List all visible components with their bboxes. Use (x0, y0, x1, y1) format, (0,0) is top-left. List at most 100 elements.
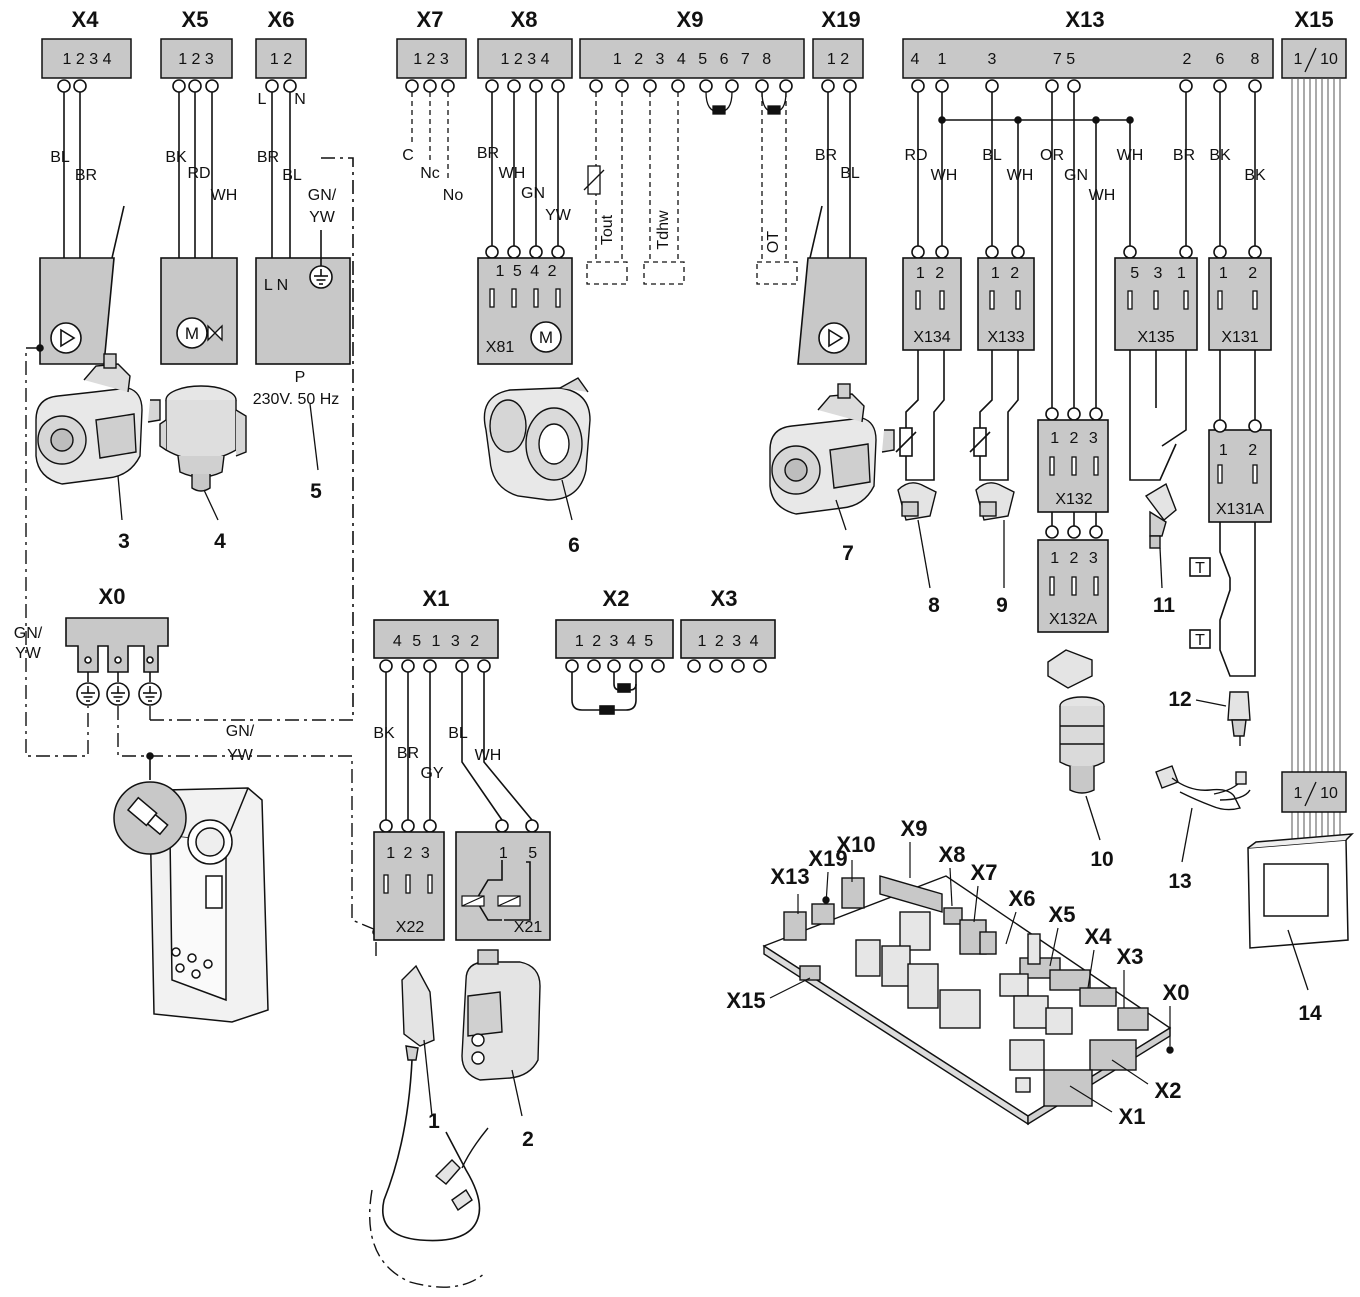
pins-x132a: 1 2 3 (1050, 550, 1098, 567)
wire-label-x1-br: BR (397, 745, 419, 762)
connector-x13 (902, 38, 1274, 79)
header-x7: X7 (417, 7, 444, 32)
pins-x131: 1 2 (1219, 265, 1257, 282)
wire-label-x6-gnyw-2: YW (309, 209, 336, 226)
x131-name: X131 (1221, 329, 1258, 346)
wire-label-x13-wh1: WH (931, 167, 958, 184)
pins-x131a: 1 2 (1219, 442, 1257, 459)
header-x3: X3 (711, 586, 738, 611)
callout-9: 9 (996, 594, 1008, 617)
wire-label-x19-br: BR (815, 147, 837, 164)
sensor-12: 12 (1168, 688, 1251, 746)
pump-7-illustration (769, 383, 895, 515)
x5-valve-group: M 4 (159, 92, 247, 553)
wire-label-x8-br: BR (477, 145, 499, 162)
wire-label-x13-bk2: BK (1244, 167, 1266, 184)
wire-label-x8-wh: WH (499, 165, 526, 182)
pins-x6: 1 2 (270, 51, 292, 68)
wire-label-x13-gn: GN (1064, 167, 1088, 184)
callout-1: 1 (428, 1110, 440, 1133)
pins-x9: 1 2 3 4 5 6 7 8 (613, 51, 771, 68)
pins-x15-display-top: 1 (1294, 785, 1303, 802)
wire-label-x13-rd: RD (904, 147, 927, 164)
pins-x3: 1 2 3 4 (698, 633, 759, 650)
pins-x132: 1 2 3 (1050, 430, 1098, 447)
callout-3: 3 (118, 530, 130, 553)
pins-x13-f: 6 (1216, 51, 1225, 68)
x81-name: X81 (486, 339, 515, 356)
callout-8: 8 (928, 594, 940, 617)
valve-4-illustration (159, 385, 247, 492)
pins-x19: 1 2 (827, 51, 849, 68)
pins-x7: 1 2 3 (413, 51, 449, 68)
header-x9: X9 (677, 7, 704, 32)
pins-x4: 1 2 3 4 (63, 51, 112, 68)
pins-x13-e: 2 (1183, 51, 1192, 68)
x13-wire-labels: RD WH BL WH OR GN WH WH BR BK BK (904, 147, 1266, 204)
wire-label-x1-bl: BL (448, 725, 468, 742)
sensor-10: 10 (1047, 649, 1114, 871)
connector-x5 (160, 38, 233, 79)
wire-label-gnyw-left-1: GN/ (14, 625, 43, 642)
boiler-casing (113, 781, 269, 1023)
connector-x19 (812, 38, 864, 79)
pcb-label-x15: X15 (726, 988, 765, 1013)
header-x13: X13 (1065, 7, 1104, 32)
x131a-name: X131A (1216, 501, 1264, 518)
wire-label-x1-wh: WH (475, 747, 502, 764)
x19-pump-group: 7 (769, 92, 895, 565)
t-label-1: T (1195, 560, 1205, 577)
pcb-label-x4: X4 (1085, 924, 1113, 949)
pins-x13-c: 3 (988, 51, 997, 68)
wire-label-x5-wh: WH (211, 187, 238, 204)
pins-x134: 1 2 (916, 265, 944, 282)
x21-name: X21 (514, 919, 543, 936)
header-x4: X4 (72, 7, 100, 32)
connector-x21 (455, 831, 551, 941)
x9-tout-label: Tout (599, 214, 616, 245)
pcb-label-x7: X7 (971, 860, 998, 885)
x2-x3-group: X2 X3 (555, 586, 776, 715)
pcb-label-x6: X6 (1009, 886, 1036, 911)
wire-label-x13-bk1: BK (1209, 147, 1231, 164)
wire-label-x8-gn: GN (521, 185, 545, 202)
pcb-label-x2: X2 (1155, 1078, 1182, 1103)
top-connector-pins: 1 2 3 4 1 2 3 1 2 1 2 3 1 2 3 4 1 2 3 4 … (63, 47, 1338, 73)
x9-tdhw-label: Tdhw (655, 210, 672, 250)
x134-name: X134 (913, 329, 950, 346)
connector-x3 (680, 619, 776, 659)
pins-x21: 1 5 (499, 845, 537, 862)
sensor-11: 11 (1144, 482, 1177, 617)
wire-label-x7-no: No (443, 187, 464, 204)
wire-label-x6-bl: BL (282, 167, 302, 184)
wire-label-x6-gnyw-1: GN/ (308, 187, 337, 204)
pcb-label-x0: X0 (1163, 980, 1190, 1005)
pins-x15-top: 1 (1294, 51, 1303, 68)
wire-label-x13-or: OR (1040, 147, 1064, 164)
x132-name: X132 (1055, 491, 1092, 508)
callout-11: 11 (1153, 594, 1176, 617)
x13-connector-labels: 1 2 X134 1 2 X133 5 3 1 X135 1 2 X131 1 … (913, 265, 1264, 628)
pump-3-illustration (35, 353, 161, 485)
pcb-labels: X19 X10 X9 X8 X7 X13 X6 X5 X4 X3 X0 X15 … (726, 816, 1189, 1129)
wire-label-x6-n: N (294, 91, 306, 108)
pins-x13-d: 7 5 (1053, 51, 1075, 68)
x8-fan-group: M 6 (477, 92, 591, 557)
connector-x131 (1208, 257, 1272, 351)
connector-x15-display (1281, 771, 1347, 813)
header-x0: X0 (99, 584, 126, 609)
pcb-label-x19: X19 (808, 846, 847, 871)
pins-x5: 1 2 3 (178, 51, 214, 68)
connector-x15 (1281, 38, 1347, 79)
pins-x133: 1 2 (991, 265, 1019, 282)
pins-x13-b: 1 (938, 51, 947, 68)
header-x19: X19 (821, 7, 860, 32)
top-terminals (57, 79, 1262, 93)
fan-6-illustration (483, 377, 591, 501)
wire-label-x13-bl: BL (982, 147, 1002, 164)
wire-label-x5-rd: RD (187, 165, 210, 182)
connector-x4 (41, 38, 132, 79)
pins-x135: 5 3 1 (1130, 265, 1186, 282)
